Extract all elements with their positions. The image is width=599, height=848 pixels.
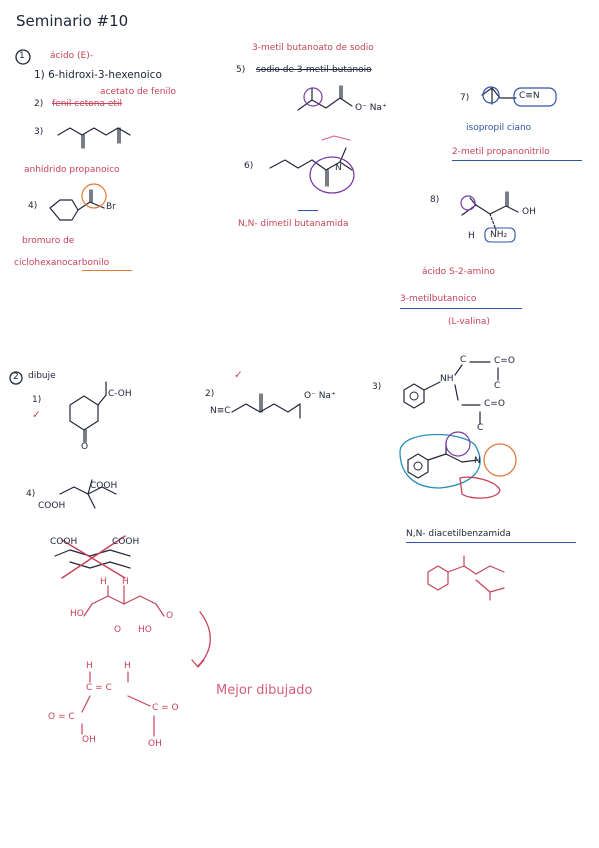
section1-number: 1 (19, 51, 25, 61)
s2-item3-c-top: C (460, 355, 467, 365)
benzoyl-circle (399, 433, 481, 489)
s2-item4-cooh-a: COOH (50, 537, 78, 547)
section2-title: dibuje (28, 371, 56, 381)
s2-item4-cooh-b: COOH (112, 537, 140, 547)
item1-name: 1) 6-hidroxi-3-hexenoico (34, 69, 162, 81)
section2-number: 2 (13, 372, 19, 382)
item2-note: acetato de fenilo (100, 87, 176, 97)
s2-item1-check: ✓ (32, 409, 41, 421)
s2-item3-number: 3) (372, 382, 382, 392)
s2-item1-acid-group: C-OH (108, 389, 132, 399)
item7-name1: isopropil ciano (466, 123, 532, 133)
item8-amine: NH₂ (490, 230, 508, 240)
cross-out-line-2 (61, 535, 126, 579)
item8-hydroxyl: OH (522, 207, 536, 217)
s2-maleic-ho2: HO (138, 625, 152, 635)
s2-maleic-ho1: HO (70, 609, 84, 619)
item7-name2: 2-metil propanonitrilo (452, 147, 550, 157)
acid-label: ácido (E)- (50, 51, 94, 61)
nitrile-carboxylate-structure (231, 403, 301, 413)
section1-circle (15, 49, 31, 65)
redraw-h2: H (124, 661, 131, 671)
item4-number: 4) (28, 201, 38, 211)
redraw-double-bond: C = C (86, 683, 112, 693)
arrow-curve (197, 611, 211, 667)
item5-charge: O⁻ Na⁺ (355, 103, 387, 113)
item2-name: fenil cetona etil (52, 99, 122, 109)
s2-item3-c-bot: C (477, 423, 484, 433)
item6-number: 6) (244, 161, 254, 171)
cyclohexanone-ring (69, 395, 99, 431)
item2-number: 2) (34, 99, 44, 109)
amide-circle (309, 156, 355, 194)
s2-maleic-h2: H (122, 577, 129, 587)
redraw-hydroxyl-1: OH (82, 735, 96, 745)
redraw-hydroxyl-2: OH (148, 739, 162, 749)
item6-nitrogen: N (335, 163, 342, 173)
item8-hydrogen: H (468, 231, 475, 241)
item3-number: 3) (34, 127, 44, 137)
benzene-ring (403, 383, 425, 409)
item4-bromine: Br (106, 202, 116, 212)
item8-name1: ácido S-2-amino (422, 267, 495, 277)
redraw-carbonyl-right: C = O (152, 703, 179, 713)
item3-name: anhídrido propanoico (24, 165, 120, 175)
better-drawn-label: Mejor dibujado (216, 683, 313, 698)
s2-item2-nitrile: N≡C (210, 406, 231, 416)
page-title: Seminario #10 (16, 12, 129, 30)
acyl-circle (81, 183, 107, 209)
redraw-h1: H (86, 661, 93, 671)
s2-maleic-o1: O (114, 625, 122, 635)
s2-item1-oxygen: O (81, 442, 89, 452)
underline-diacetil (406, 542, 576, 543)
s2-item3-c-mid: C (494, 381, 501, 391)
s2-item3-name: N,N- diacetilbenzamida (406, 529, 511, 539)
underline-metilbutanoico (400, 308, 522, 309)
s2-item3-co-top: C=O (494, 356, 515, 366)
nitrile-structure (481, 87, 517, 99)
s2-item3-co-bot: C=O (484, 399, 505, 409)
s2-item4-number: 4) (26, 489, 36, 499)
item5-name: 3-metil butanoato de sodio (252, 43, 374, 53)
underline-dimetil (298, 210, 318, 211)
cyclohexane-ring (49, 199, 79, 221)
s2-item1-number: 1) (32, 395, 42, 405)
anhydride-structure (57, 127, 131, 136)
item6-name: N,N- dimetil butanamida (238, 219, 349, 229)
item8-name3: (L-valina) (448, 317, 490, 327)
s2-item4-cooh-right: COOH (90, 481, 118, 491)
item7-number: 7) (460, 93, 470, 103)
s2-item2-number: 2) (205, 389, 215, 399)
s2-item2-check: ✓ (234, 369, 243, 381)
butanoate-structure (297, 97, 353, 111)
s2-item3-amine: NH (440, 374, 454, 384)
small-benzamide (427, 565, 449, 591)
s2-maleic-o2: O (166, 611, 174, 621)
section2-circle (9, 371, 23, 385)
s2-maleic-h1: H (100, 577, 107, 587)
item8-name2: 3-metilbutanoico (400, 294, 477, 304)
item4-name-line1: bromuro de (22, 236, 75, 246)
item5-struck-name: sodio de 3-metil-butanoio (256, 65, 372, 75)
s2-item3-nitrogen: N (474, 456, 481, 466)
item5-number: 5) (236, 65, 246, 75)
item4-name-line2: ciclohexanocarbonilo (14, 258, 110, 268)
underline-carbonilo (82, 270, 132, 271)
item8-number: 8) (430, 195, 440, 205)
redraw-carbonyl-left: O = C (48, 712, 75, 722)
s2-item4-cooh-left: COOH (38, 501, 66, 511)
cross-out-line-1 (61, 539, 126, 579)
underline-propanonitrilo (452, 160, 582, 161)
s2-item2-carboxylate: O⁻ Na⁺ (304, 391, 336, 401)
item7-nitrile-group: C≡N (519, 91, 540, 101)
